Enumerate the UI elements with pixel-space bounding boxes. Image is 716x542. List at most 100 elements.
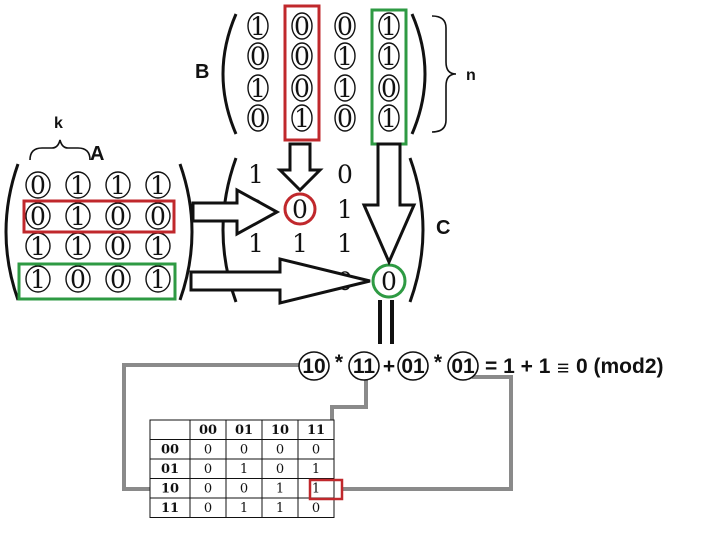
table-cell: 0 (204, 501, 212, 516)
equation-term-3: 01 (401, 355, 425, 378)
matrix-a-cell: 0 (30, 171, 46, 200)
matrix-a-cell: 1 (110, 171, 126, 200)
matrix-a-cell-oval (105, 202, 131, 230)
matrix-b-cell-oval (291, 74, 313, 102)
matrix-a-cell: 1 (70, 202, 86, 231)
c-cell-2-2-highlight (283, 192, 317, 226)
matrix-b-cell-oval (334, 104, 356, 132)
matrix-b-cell: 0 (294, 12, 310, 41)
matrix-a-cell-oval (25, 265, 51, 293)
table-row-header: 00 (161, 443, 179, 458)
matrix-b-cell-oval (378, 12, 400, 40)
matrix-a-cell: 1 (150, 171, 166, 200)
a-row-2-highlight (22, 199, 176, 234)
matrix-a-cell-oval (25, 202, 51, 230)
matrix-a-cell-oval (145, 171, 171, 199)
equation-plus: + (383, 355, 395, 378)
matrix-b-left-paren (221, 13, 238, 135)
table-border (149, 419, 335, 518)
arrow-a-row2-to-c (191, 187, 281, 237)
table-cell: 1 (312, 462, 320, 477)
matrix-a-cell: 1 (70, 232, 86, 261)
matrix-c-label: C (436, 217, 450, 239)
result-line (342, 375, 513, 491)
table-row-header: 01 (161, 462, 179, 477)
matrix-b-cell: 1 (250, 12, 266, 41)
matrix-a-cell: 0 (30, 202, 46, 231)
equation-term-2-oval (348, 351, 380, 381)
table-cell: 0 (240, 443, 248, 458)
matrix-b-cell: 0 (294, 74, 310, 103)
table-cell: 0 (312, 443, 320, 458)
table-col-header: 10 (271, 423, 289, 438)
matrix-a-cell-oval (65, 265, 91, 293)
matrix-b-cell-oval (334, 74, 356, 102)
equation-op-1: * (335, 351, 344, 374)
matrix-c-cell: 1 (248, 160, 264, 189)
matrix-b-cell-oval (247, 12, 269, 40)
matrix-b-cell: 1 (381, 42, 397, 71)
arrow-b-col2-to-c (276, 142, 324, 193)
table-cell: 1 (240, 462, 248, 477)
table-cell: 1 (312, 482, 320, 497)
matrix-b-cell: 0 (381, 74, 397, 103)
table-cell: 1 (276, 482, 284, 497)
matrix-b-cell: 1 (250, 74, 266, 103)
table-cell: 0 (240, 482, 248, 497)
matrix-a-cell-oval (105, 265, 131, 293)
matrix-c-cell: 1 (292, 229, 308, 258)
equation: 10 * 11 + 01 * 01 = 1 + 1 ≡ 0 (mod2) (298, 351, 664, 381)
matrix-b-cell: 1 (381, 104, 397, 133)
matrix-b-cell: 0 (337, 104, 353, 133)
matrix-b-cell-oval (291, 12, 313, 40)
matrix-a-cell: 1 (30, 232, 46, 261)
table-col-header: 01 (235, 423, 253, 438)
table-row-header: 10 (161, 482, 179, 497)
matrix-b-cell-oval (291, 42, 313, 70)
k-label: k (54, 115, 63, 132)
matrix-a-cell: 0 (150, 202, 166, 231)
matrix-a-cell: 1 (150, 232, 166, 261)
table-cell-highlight (308, 478, 344, 501)
matrix-a-cell: 0 (70, 265, 86, 294)
matrix-b-cell-oval (378, 42, 400, 70)
table-cell: 0 (312, 501, 320, 516)
matrix-a-left-paren (4, 163, 20, 301)
matrix-b-cell-oval (378, 74, 400, 102)
matrix-b-cell-oval (247, 74, 269, 102)
a-row-4-highlight (17, 262, 177, 301)
equation-mod: 0 (mod2) (576, 355, 664, 378)
table-cell: 0 (204, 482, 212, 497)
matrix-c-cell: 1 (248, 229, 264, 258)
matrix-a-label: A (90, 143, 104, 165)
matrix-a-cell-oval (65, 202, 91, 230)
matrix-a-cell-oval (145, 202, 171, 230)
matrix-a-cell-oval (65, 171, 91, 199)
matrix-b-cell: 0 (250, 104, 266, 133)
equation-term-2: 11 (353, 355, 376, 378)
matrix-c-right-paren (408, 157, 425, 303)
equation-term-3-oval (397, 351, 429, 381)
n-brace (431, 15, 457, 133)
matrix-a-cell: 1 (30, 265, 46, 294)
matrix-a-right-paren (178, 163, 194, 301)
table-col-header: 11 (307, 423, 325, 438)
matrix-a-cell: 0 (110, 265, 126, 294)
matrix-b-cell-oval (291, 104, 313, 132)
equation-term-1: 10 (302, 355, 325, 378)
matrix-a-cell: 0 (110, 202, 126, 231)
table-cell: 0 (204, 462, 212, 477)
n-label: n (466, 67, 476, 84)
matrix-a-cell: 0 (110, 232, 126, 261)
equation-term-1-oval (298, 351, 330, 381)
matrix-a-cell: 1 (150, 265, 166, 294)
matrix-b-right-paren (410, 13, 427, 135)
matrix-b-cell: 0 (337, 12, 353, 41)
matrix-b-cell-oval (247, 104, 269, 132)
table-cell: 0 (276, 462, 284, 477)
arrow-a-row4-to-c (189, 257, 371, 305)
